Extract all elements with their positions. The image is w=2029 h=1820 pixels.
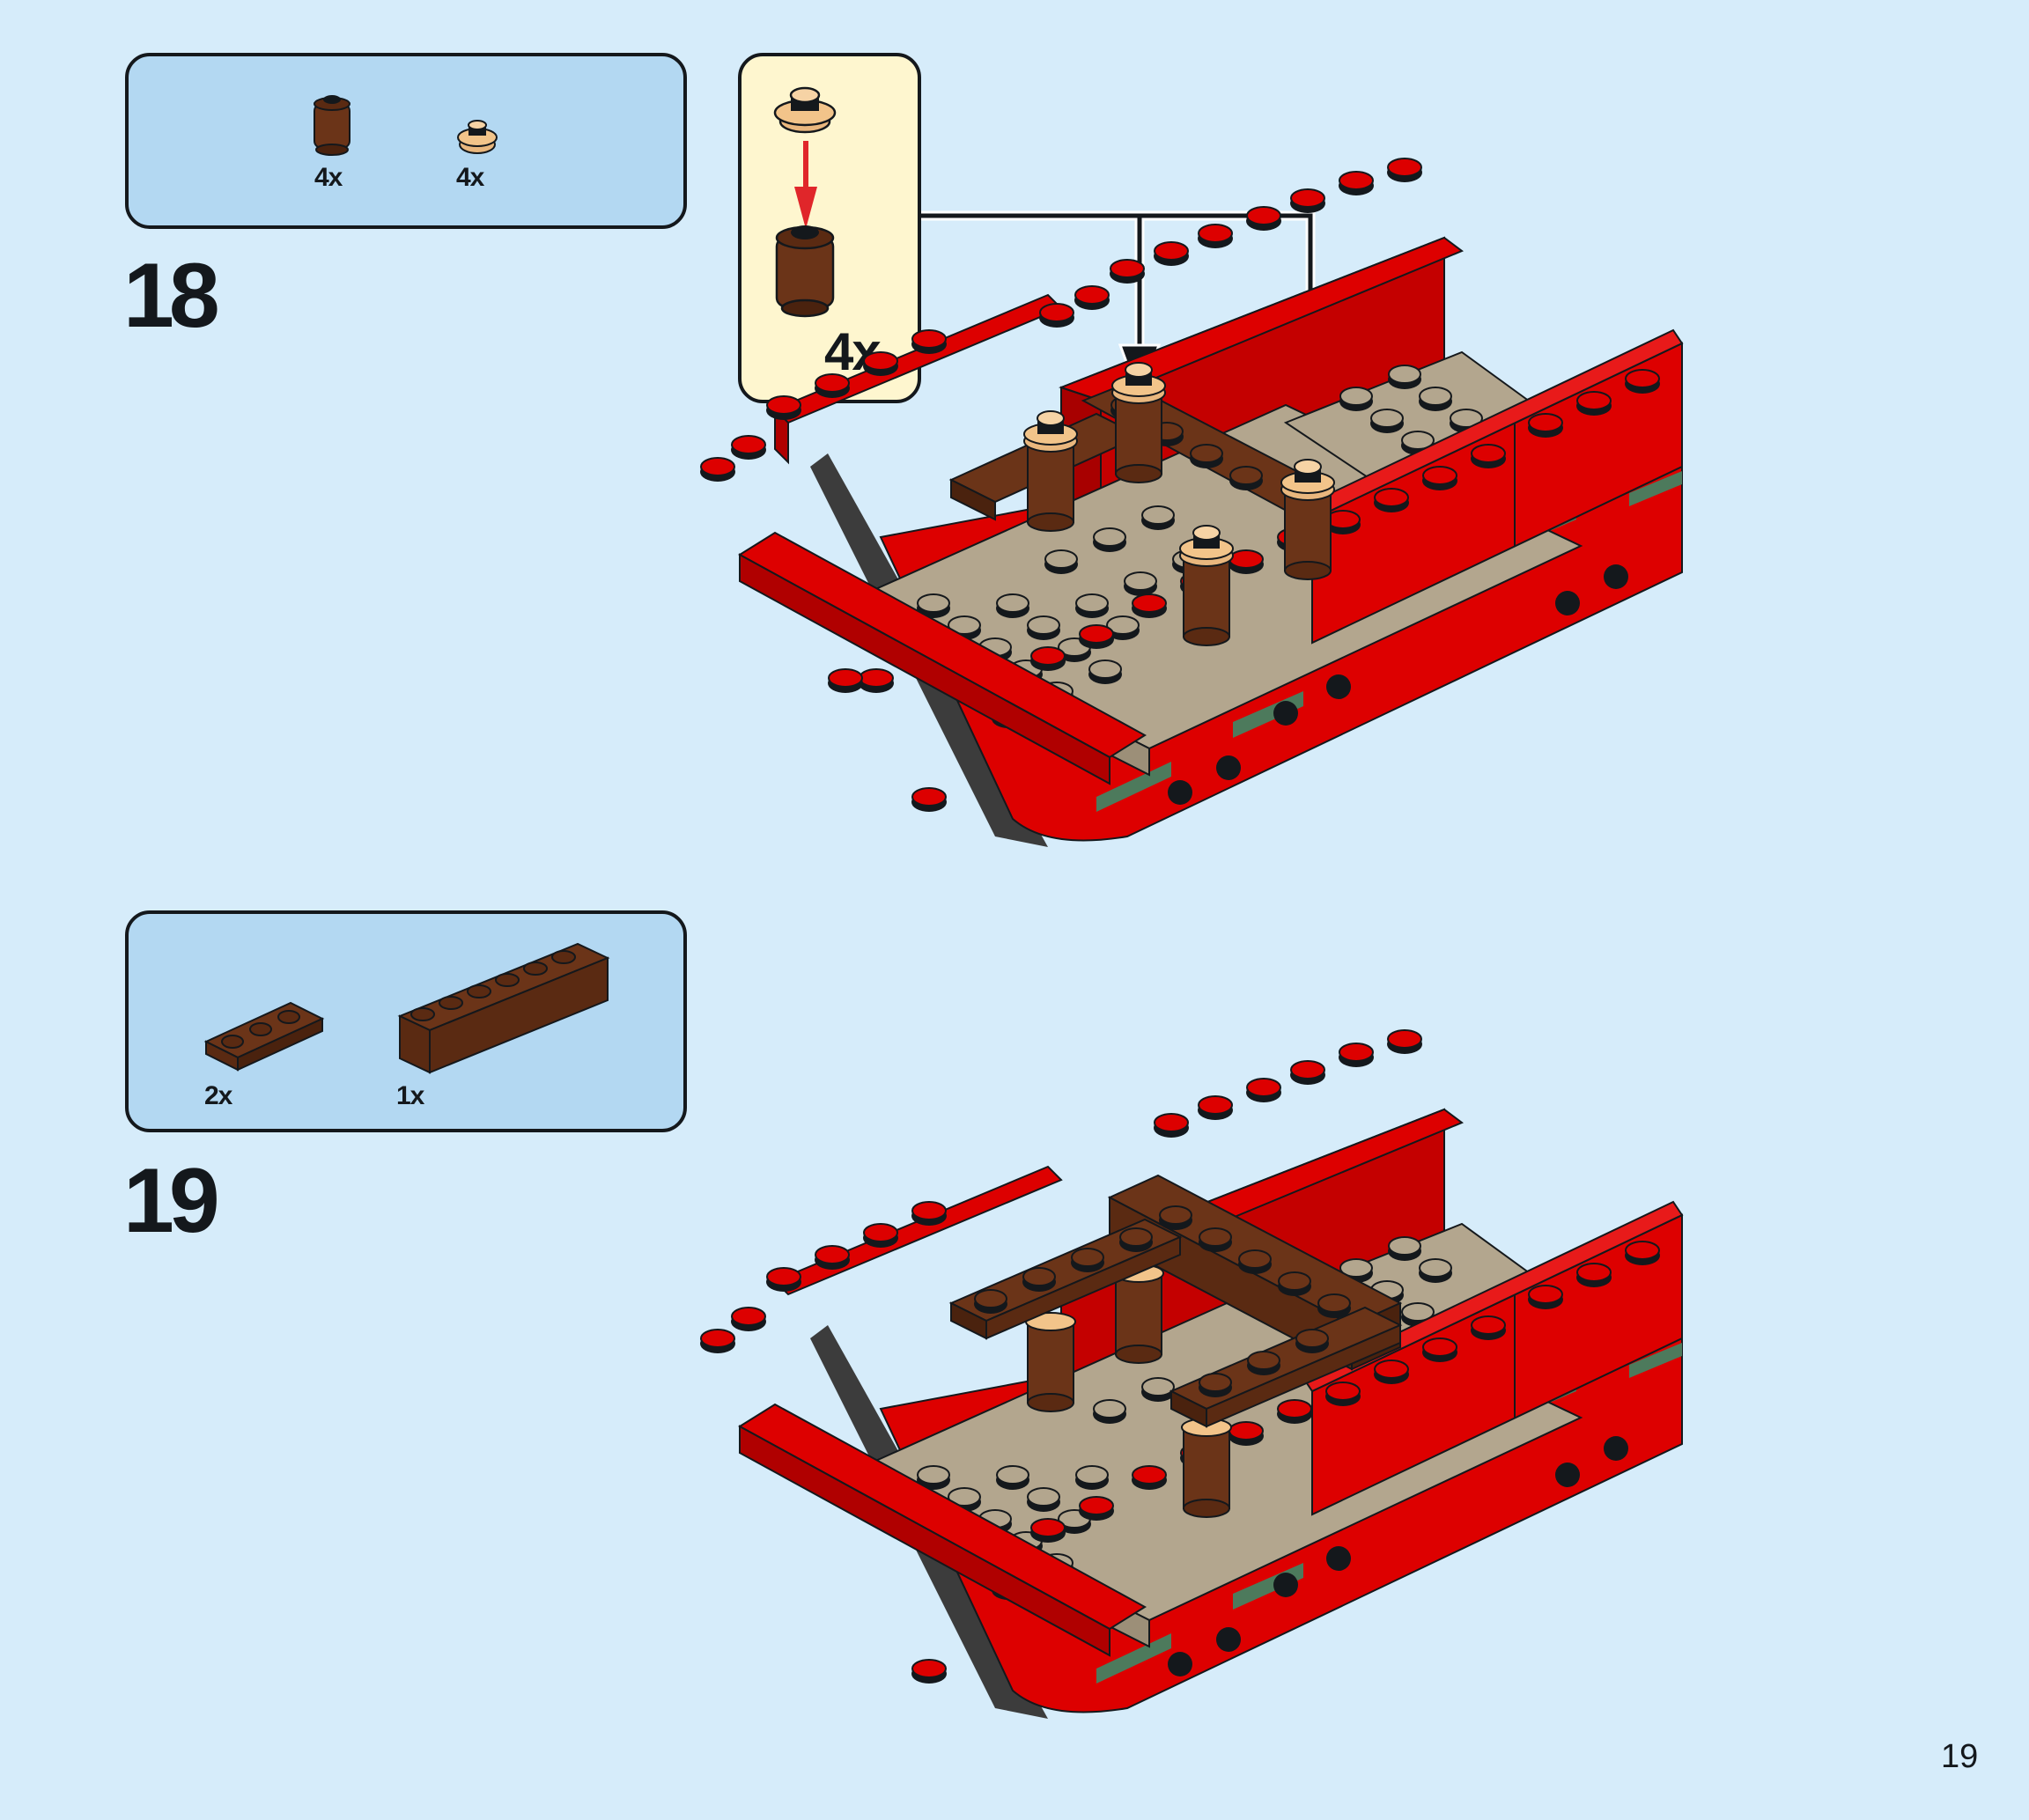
red-arrow-down-icon bbox=[794, 141, 817, 229]
part-quantity: 1x bbox=[396, 1081, 424, 1110]
sub-assembly-round-plate-icon bbox=[773, 86, 837, 134]
step-number: 19 bbox=[123, 1150, 220, 1252]
page-number: 19 bbox=[1941, 1738, 1979, 1775]
round-brick-1x1-icon bbox=[314, 95, 350, 156]
brick-1x6-icon bbox=[397, 942, 610, 1074]
step-18-model-illustration bbox=[699, 158, 1684, 847]
part-quantity: 4x bbox=[314, 163, 343, 192]
sub-assembly-callout bbox=[738, 53, 921, 403]
part-quantity: 2x bbox=[204, 1081, 232, 1110]
step-18-parts-list bbox=[125, 53, 687, 229]
step-number: 18 bbox=[123, 245, 220, 347]
sub-assembly-round-brick-icon bbox=[775, 225, 835, 318]
step-19-model-illustration bbox=[699, 1029, 1684, 1719]
plate-1x3-icon bbox=[203, 1001, 325, 1072]
round-plate-1x1-icon bbox=[457, 120, 498, 154]
part-quantity: 4x bbox=[456, 163, 484, 192]
